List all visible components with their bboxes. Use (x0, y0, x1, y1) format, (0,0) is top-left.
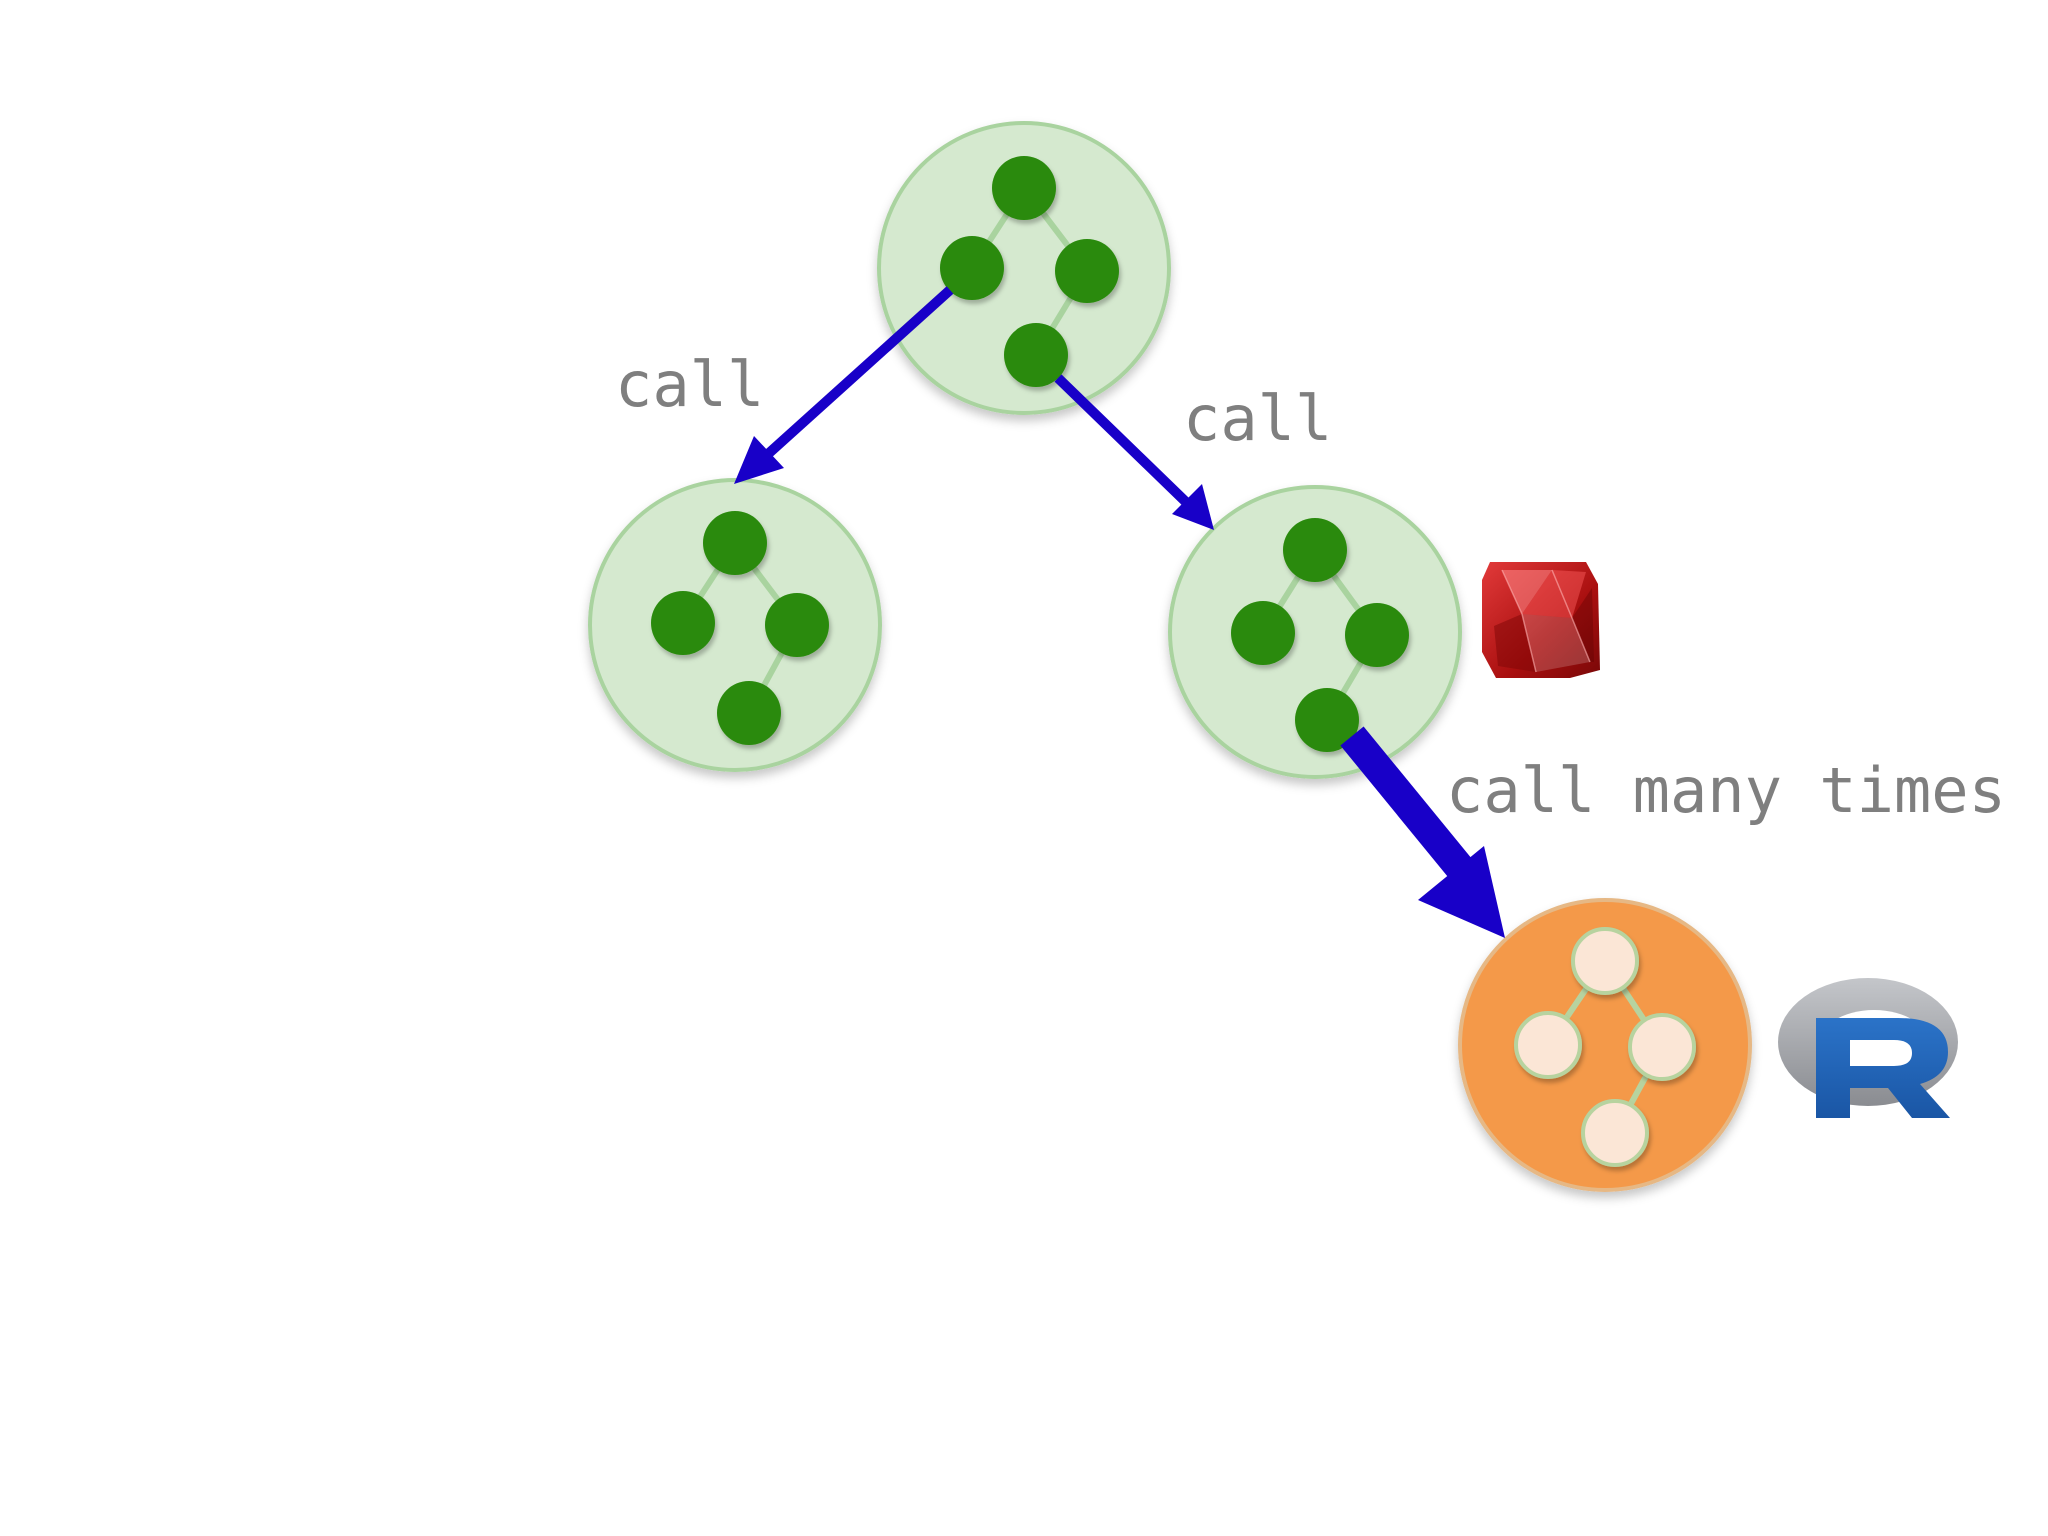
component-circle (877, 121, 1171, 415)
graph-node (1295, 688, 1359, 752)
graph-node (1055, 239, 1119, 303)
graph-node (765, 593, 829, 657)
graph-node (703, 511, 767, 575)
edge-label-call-right: call (1183, 382, 1332, 455)
component-circle (1168, 485, 1462, 779)
component-node-bottom (1458, 898, 1752, 1192)
internal-graph (1514, 927, 1696, 1167)
component-circle (1458, 898, 1752, 1192)
edge-label-call-left: call (615, 348, 764, 421)
graph-node (940, 236, 1004, 300)
graph-node (1571, 927, 1639, 995)
graph-node (1514, 1011, 1582, 1079)
component-node-left (588, 478, 882, 772)
graph-node (1628, 1013, 1696, 1081)
r-letter (1816, 1018, 1950, 1118)
component-node-top (877, 121, 1171, 415)
graph-node (1345, 603, 1409, 667)
component-node-middle (1168, 485, 1462, 779)
graph-node (651, 591, 715, 655)
graph-node (1231, 601, 1295, 665)
graph-node (1283, 518, 1347, 582)
ruby-gem-icon (1482, 562, 1600, 678)
graph-node (1581, 1099, 1649, 1167)
edge-middle-to-bottom (1340, 726, 1505, 938)
graph-node (992, 156, 1056, 220)
graph-node (1004, 323, 1068, 387)
internal-graph (1231, 518, 1409, 752)
edge-top-to-left (734, 286, 954, 484)
r-language-logo (1778, 978, 1958, 1118)
graph-node (717, 681, 781, 745)
edge-top-to-middle (1054, 374, 1214, 530)
internal-graph (940, 156, 1119, 387)
edge-label-call-many-times: call many times (1446, 754, 2006, 827)
component-circle (588, 478, 882, 772)
internal-graph (651, 511, 829, 745)
